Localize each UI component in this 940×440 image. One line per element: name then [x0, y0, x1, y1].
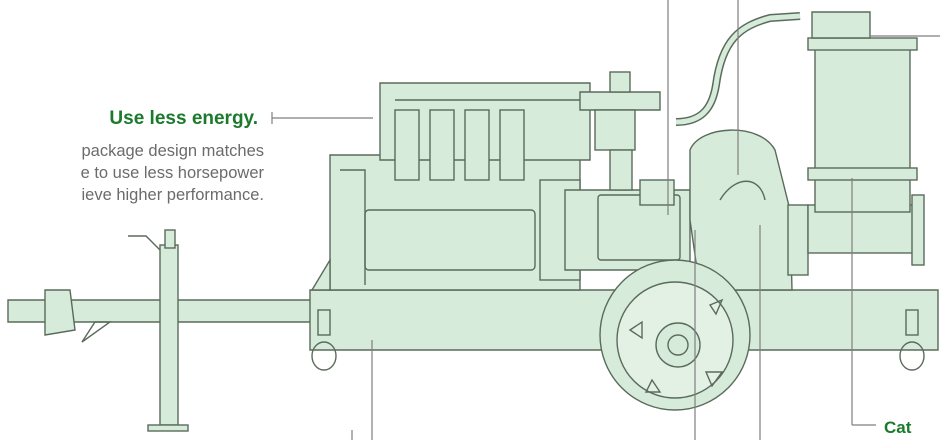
tow-hitch	[44, 289, 76, 336]
pump-volute	[689, 129, 793, 291]
discharge-pipe	[807, 204, 919, 254]
air-separator-tank	[814, 41, 911, 213]
callout-body: package design matches e to use less hor…	[0, 140, 264, 206]
jack-stand	[159, 244, 179, 426]
partial-callout-label: Cat	[884, 418, 912, 437]
callout-body-line-3: ieve higher performance.	[81, 186, 264, 204]
callout-body-line-2: e to use less horsepower	[80, 164, 264, 182]
callout-body-line-1: package design matches	[81, 142, 264, 160]
hitch-strut	[81, 321, 113, 343]
vacuum-assist	[579, 91, 661, 111]
callout-title: Use less energy.	[109, 108, 258, 129]
